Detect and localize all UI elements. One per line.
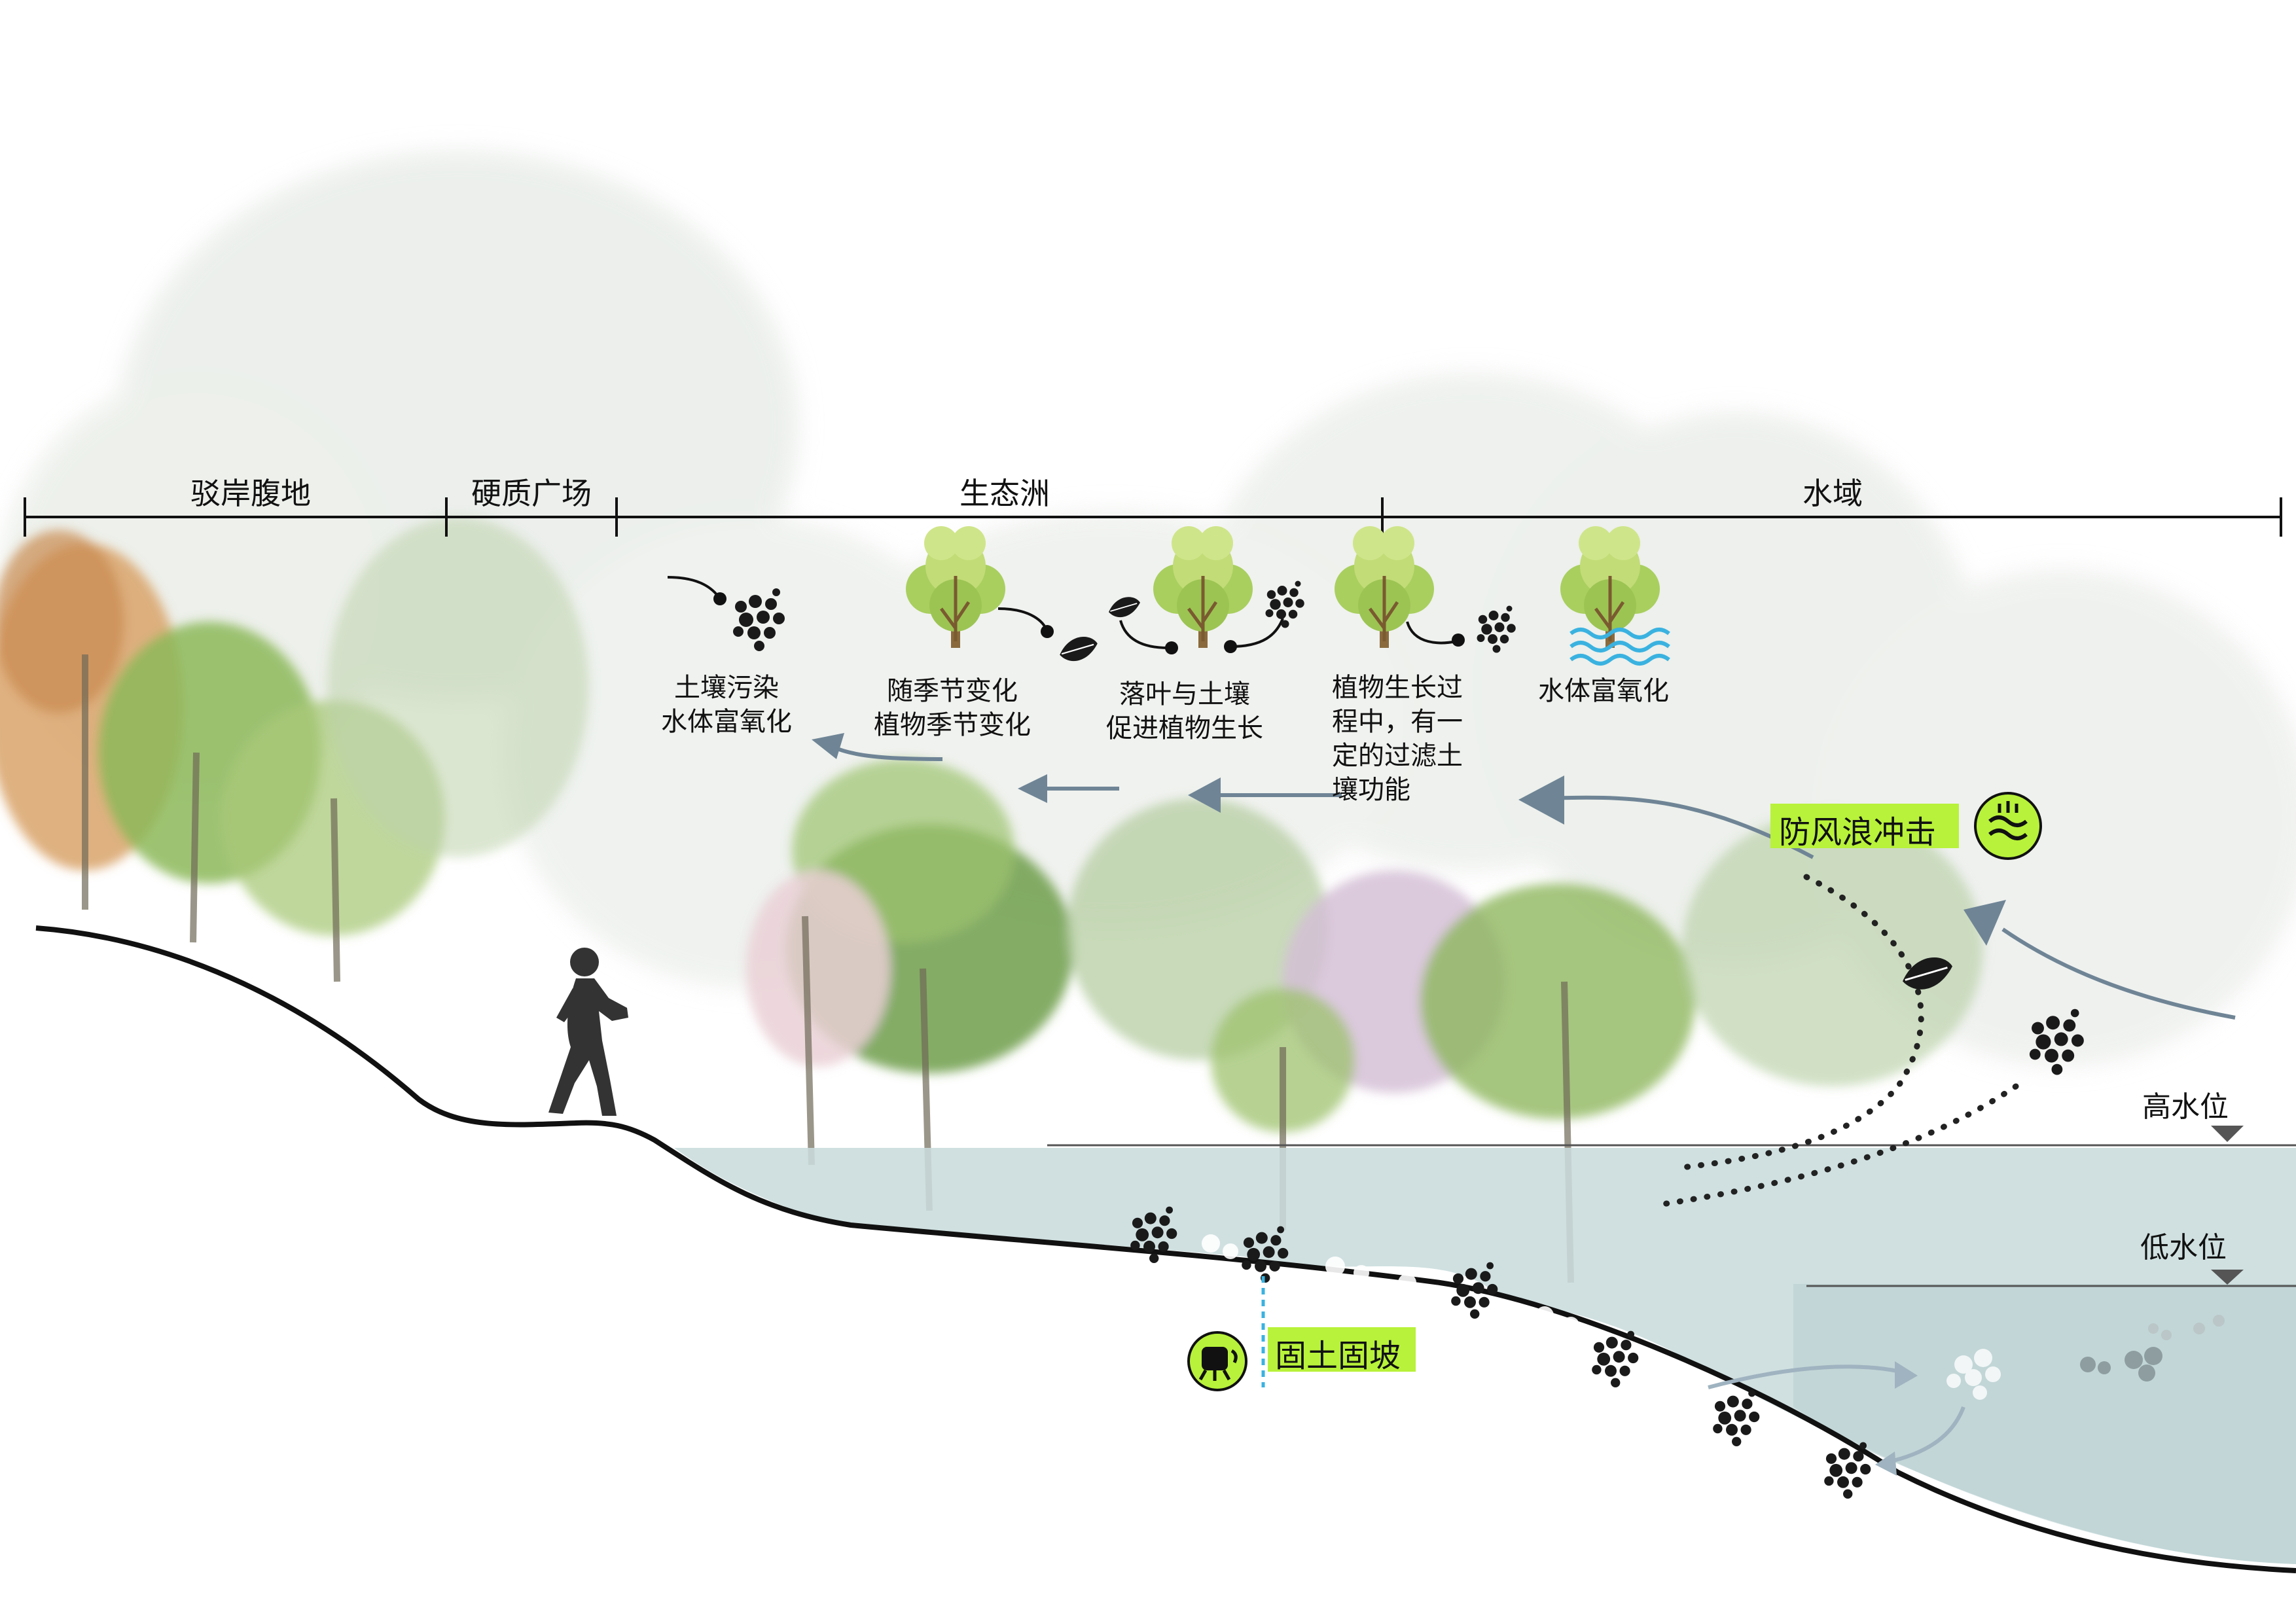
wave-protection-label: 防风浪冲击 bbox=[1779, 814, 1937, 851]
zone-dimension-line bbox=[24, 497, 2282, 537]
wave-impact-dotted-arcs bbox=[1659, 874, 2019, 1207]
zone-water-label: 水域 bbox=[1803, 476, 1863, 511]
eco-step-eutrophication: 水体富氧化 bbox=[1538, 676, 1669, 706]
eco-step-pollution: 土壤污染 水体富氧化 bbox=[661, 673, 792, 737]
eco-step-seasonal: 随季节变化 植物季节变化 bbox=[874, 676, 1031, 740]
pollution-connector bbox=[667, 576, 726, 605]
high-water-label: 高水位 bbox=[2142, 1090, 2229, 1124]
filtering-connector bbox=[1406, 621, 1465, 647]
zone-eco-island-label: 生态洲 bbox=[960, 476, 1050, 511]
leaf-fall-connector-2 bbox=[1224, 618, 1284, 653]
ground-line bbox=[35, 925, 2296, 1573]
eco-step-leaf-fall: 落叶与土壤 促进植物生长 bbox=[1106, 679, 1263, 743]
low-water-label: 低水位 bbox=[2140, 1231, 2227, 1264]
wave-shield-icon bbox=[1974, 792, 2042, 860]
eco-step-filtering: 植物生长过 程中，有一 定的过滤土 壤功能 bbox=[1332, 673, 1463, 805]
zone-bank-label: 驳岸腹地 bbox=[190, 476, 311, 511]
water-wave-icon bbox=[1570, 628, 1670, 666]
zone-plaza-label: 硬质广场 bbox=[471, 476, 592, 511]
soil-retention-highlight bbox=[1268, 1327, 1416, 1372]
process-arrowheads bbox=[812, 733, 2006, 946]
runner-silhouette bbox=[548, 948, 628, 1116]
sediment-arrowheads bbox=[1875, 1361, 1918, 1476]
low-water-marker bbox=[2211, 1270, 2244, 1285]
high-water-marker bbox=[2211, 1126, 2244, 1142]
submerged-stones bbox=[1130, 1206, 2225, 1499]
leaf-fall-connector bbox=[1119, 620, 1178, 654]
fist-root-icon bbox=[1187, 1331, 1247, 1391]
wave-protection-highlight bbox=[1770, 804, 1959, 848]
low-water-band bbox=[1793, 1284, 2296, 1564]
seasonal-connector bbox=[997, 607, 1054, 638]
sediment-circulation-arrows bbox=[1708, 1364, 1965, 1465]
soil-retention-label: 固土固坡 bbox=[1275, 1338, 1401, 1374]
foreground-trees bbox=[0, 517, 1983, 1132]
